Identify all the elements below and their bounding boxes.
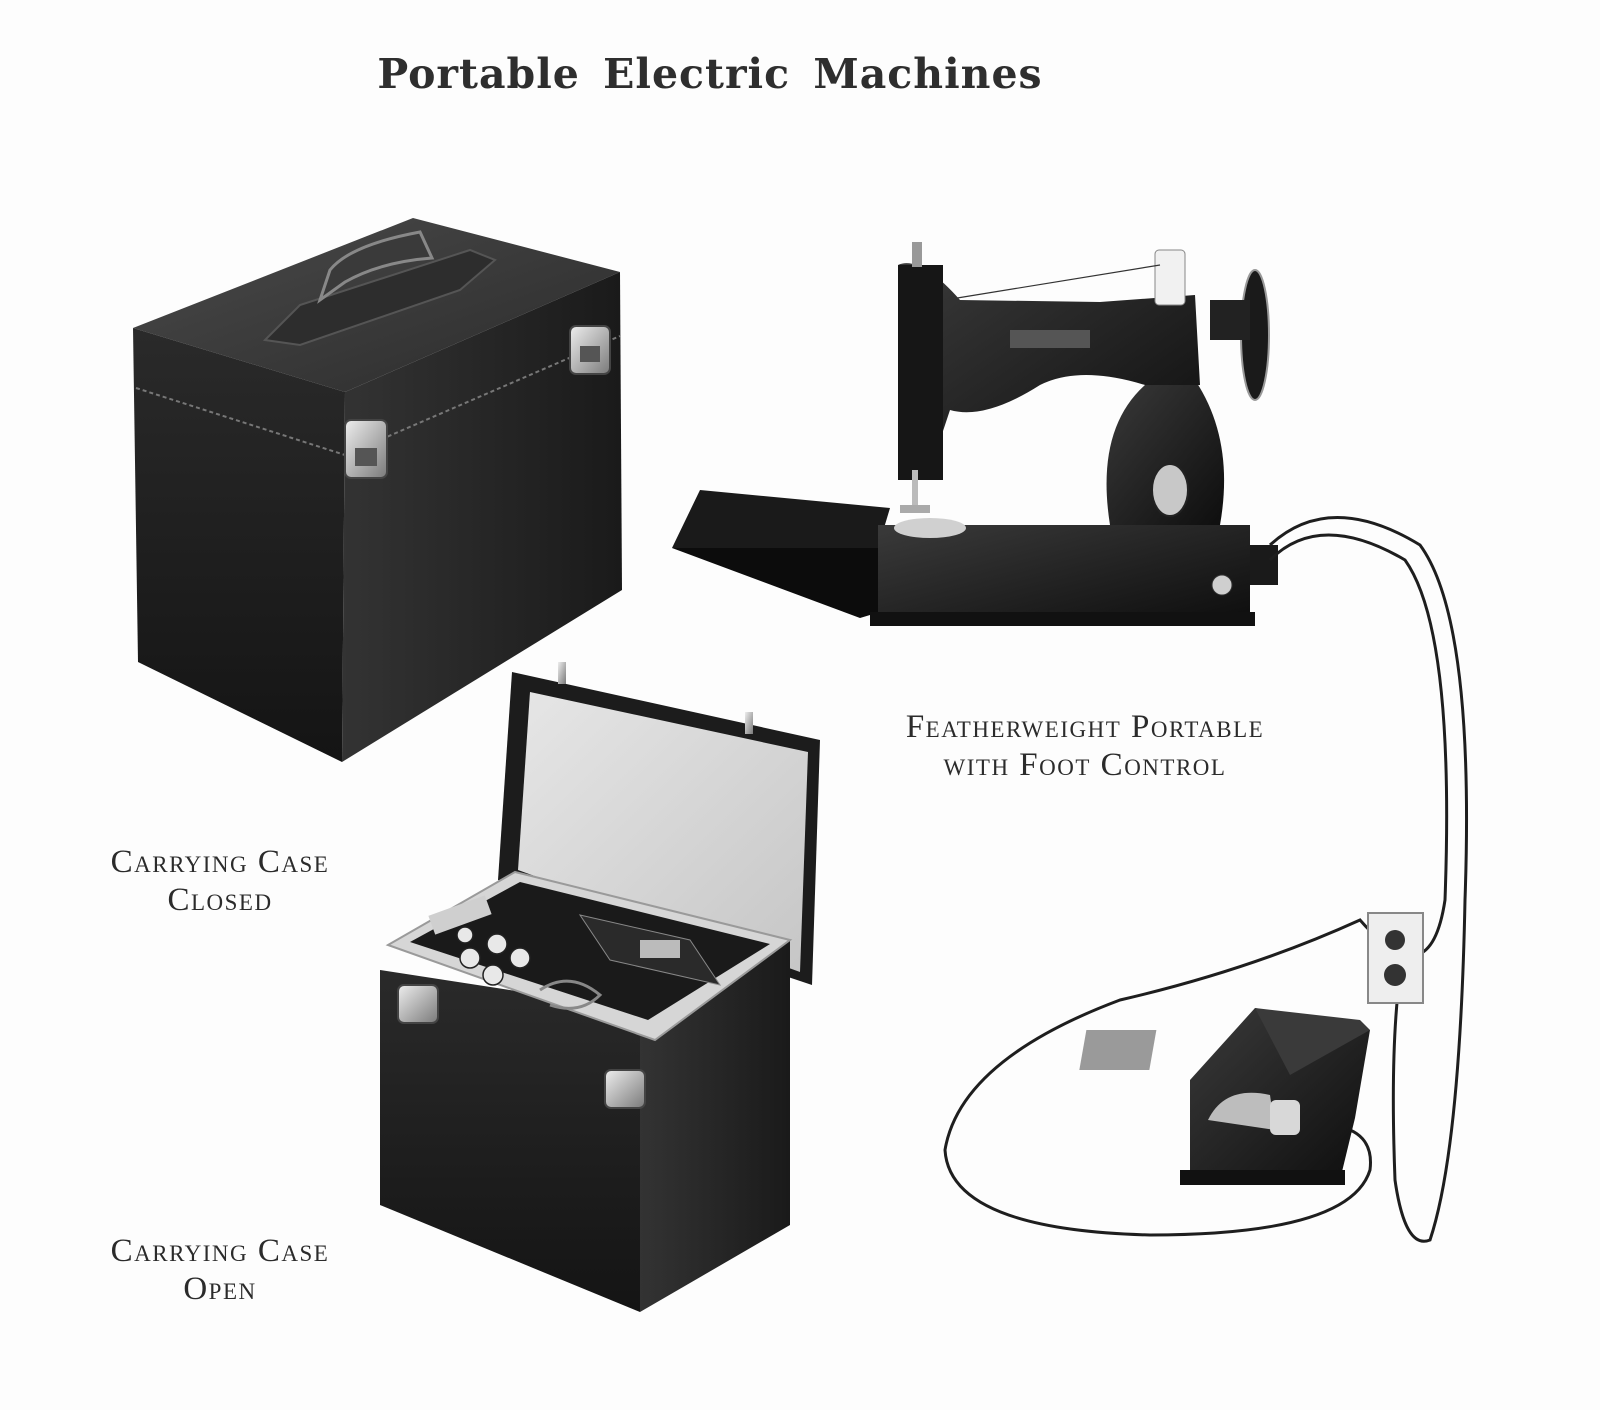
open-case-illustration — [380, 662, 820, 1312]
caption-case-closed-line1: Carrying Case — [110, 844, 330, 880]
page-title: Portable Electric Machines — [377, 50, 1043, 98]
closed-case-illustration — [133, 218, 622, 762]
caption-case-open-line2: Open — [183, 1271, 257, 1307]
wall-outlet-illustration — [1367, 912, 1424, 1004]
power-cords — [943, 516, 1469, 1243]
caption-case-closed-line2: Closed — [167, 882, 273, 918]
caption-featherweight: Featherweight Portable with Foot Control — [835, 708, 1335, 784]
sewing-machine-illustration — [672, 242, 1278, 626]
caption-case-open-line1: Carrying Case — [110, 1233, 330, 1269]
caption-case-closed: Carrying Case Closed — [70, 843, 370, 919]
foot-control-illustration — [1079, 1008, 1370, 1185]
caption-case-open: Carrying Case Open — [70, 1232, 370, 1308]
caption-featherweight-line1: Featherweight Portable — [905, 709, 1265, 745]
caption-featherweight-line2: with Foot Control — [943, 747, 1227, 783]
